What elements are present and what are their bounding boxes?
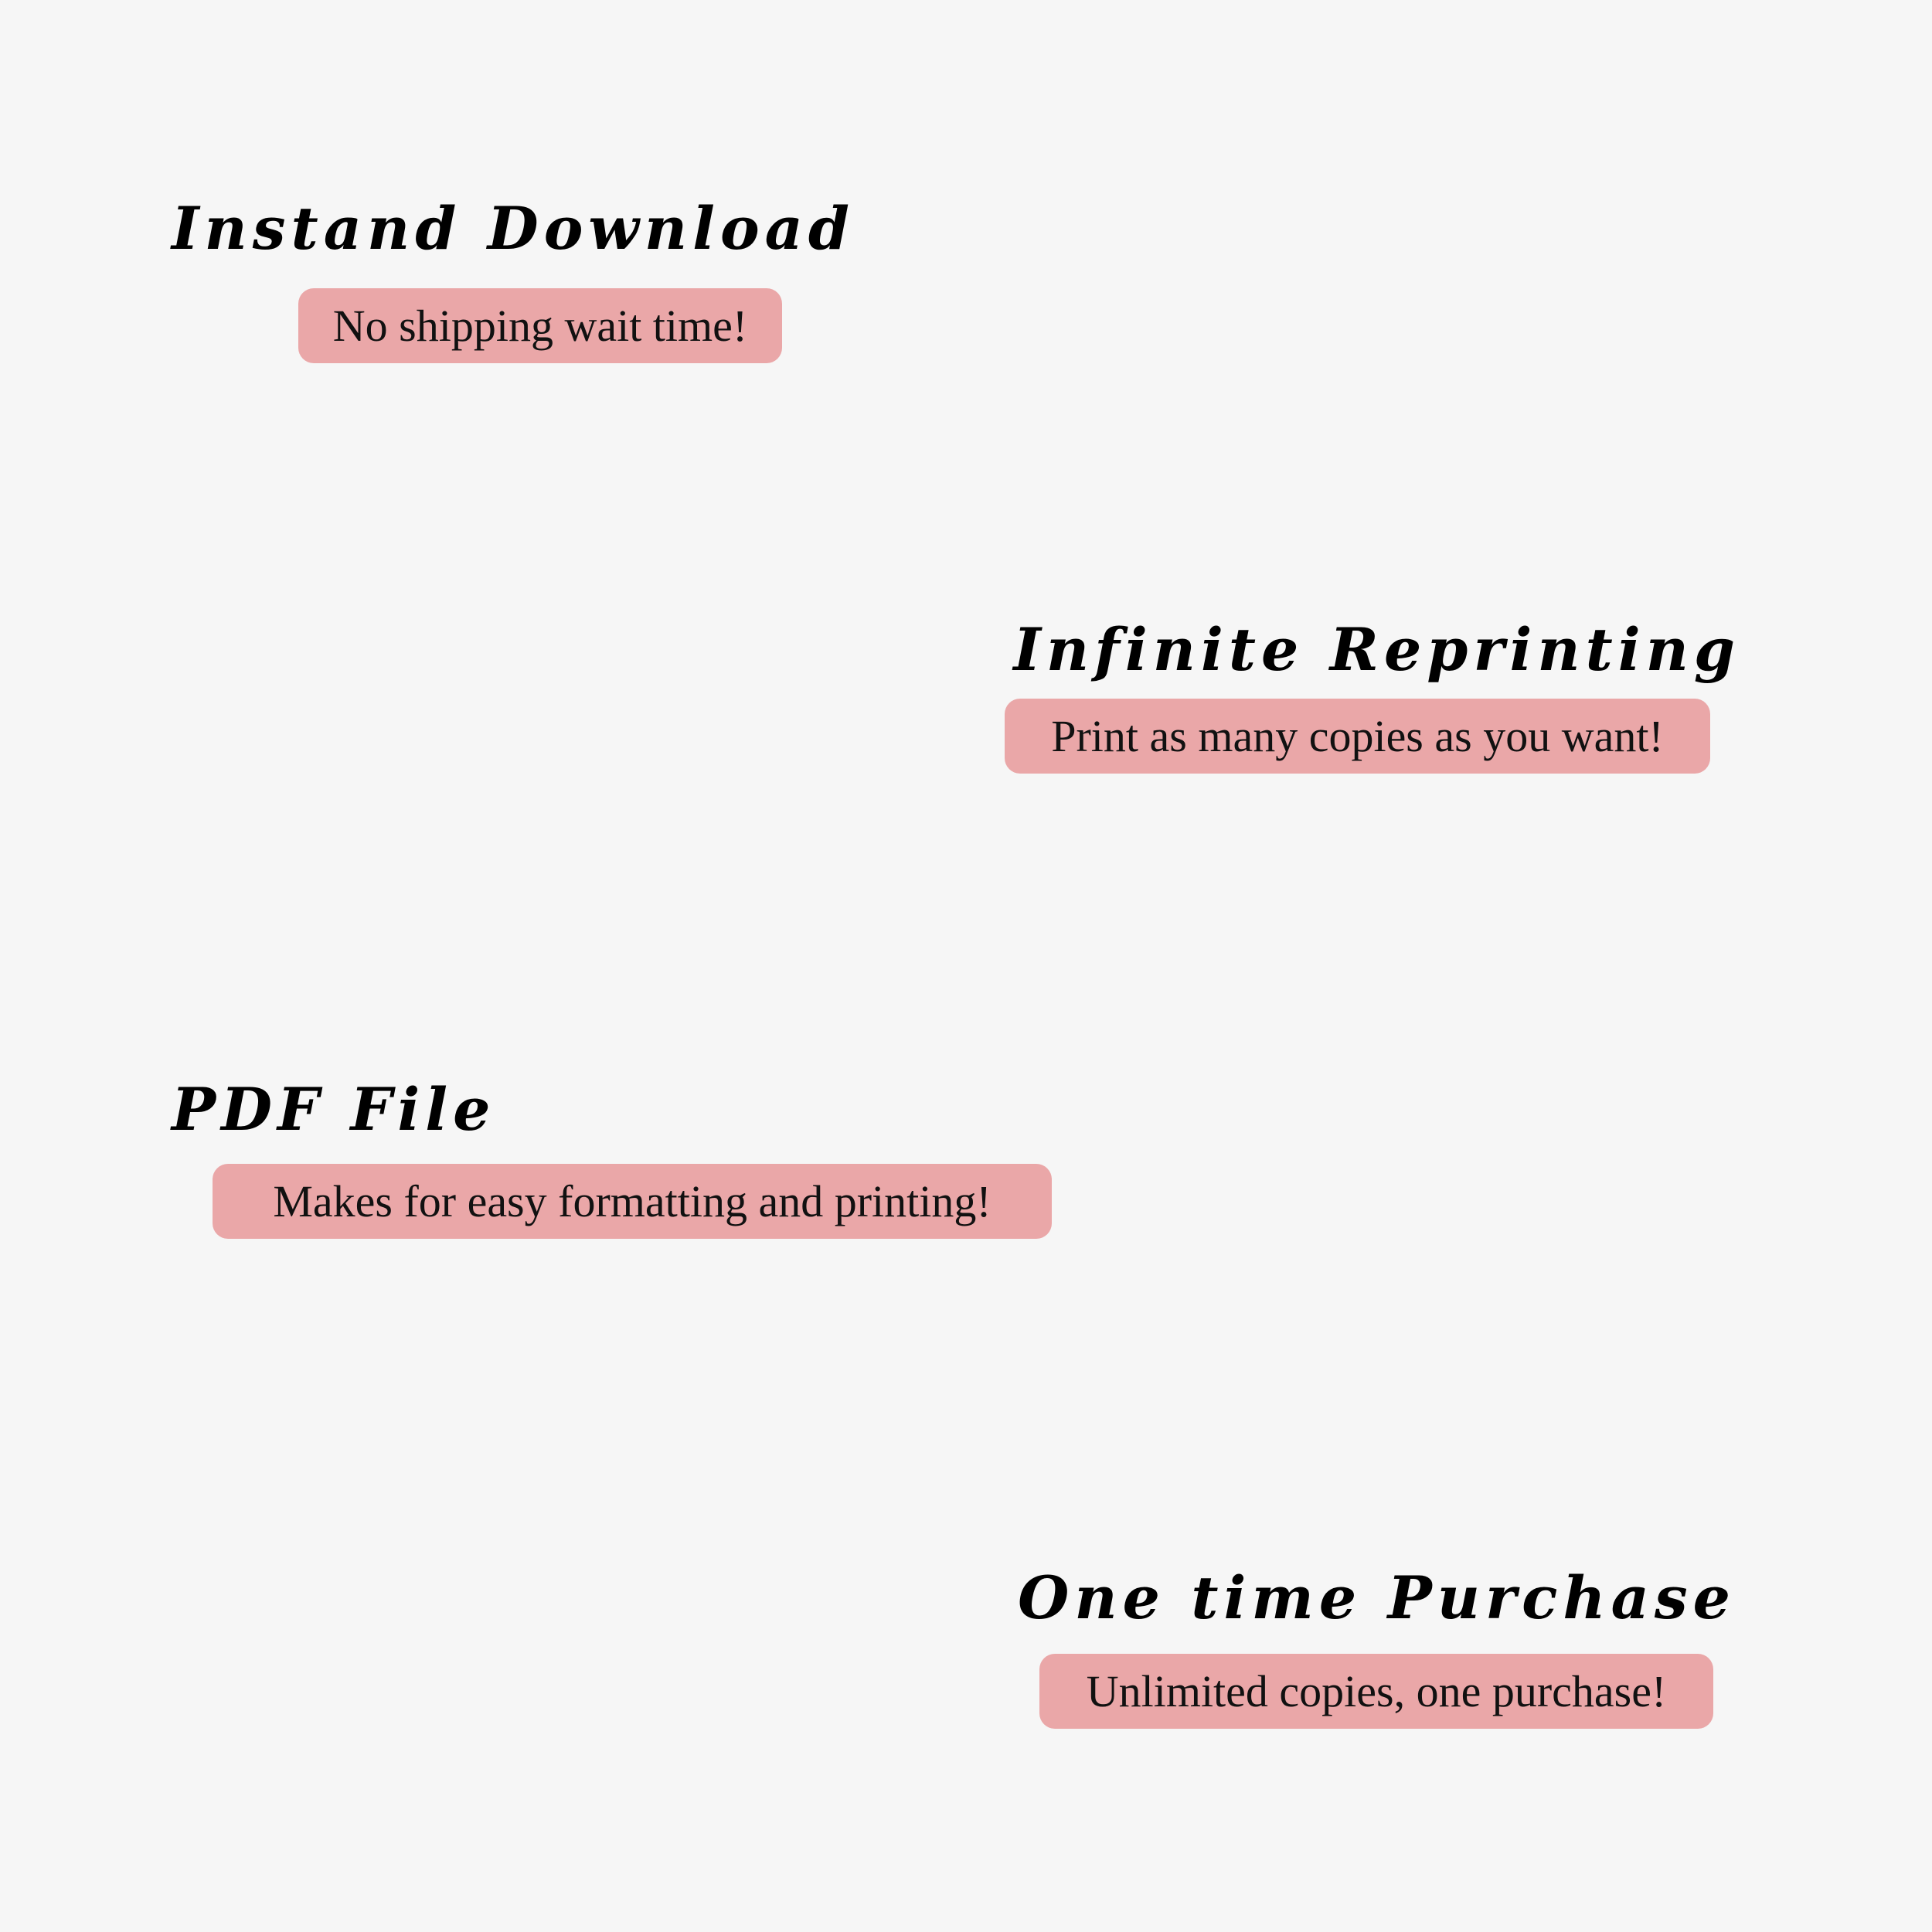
feature-title-instant-download: Instand Download: [172, 194, 855, 263]
feature-subtitle-pill-instant-download: No shipping wait time!: [298, 288, 782, 363]
feature-title-pdf-file: PDF File: [172, 1075, 496, 1144]
feature-subtitle-pill-infinite-reprinting: Print as many copies as you want!: [1005, 699, 1710, 774]
feature-subtitle-pill-one-time-purchase: Unlimited copies, one purchase!: [1039, 1654, 1713, 1729]
feature-title-one-time-purchase: One time Purchase: [1018, 1563, 1736, 1632]
feature-subtitle-pill-pdf-file: Makes for easy formatting and printing!: [213, 1164, 1052, 1239]
feature-title-infinite-reprinting: Infinite Reprinting: [1013, 615, 1740, 684]
